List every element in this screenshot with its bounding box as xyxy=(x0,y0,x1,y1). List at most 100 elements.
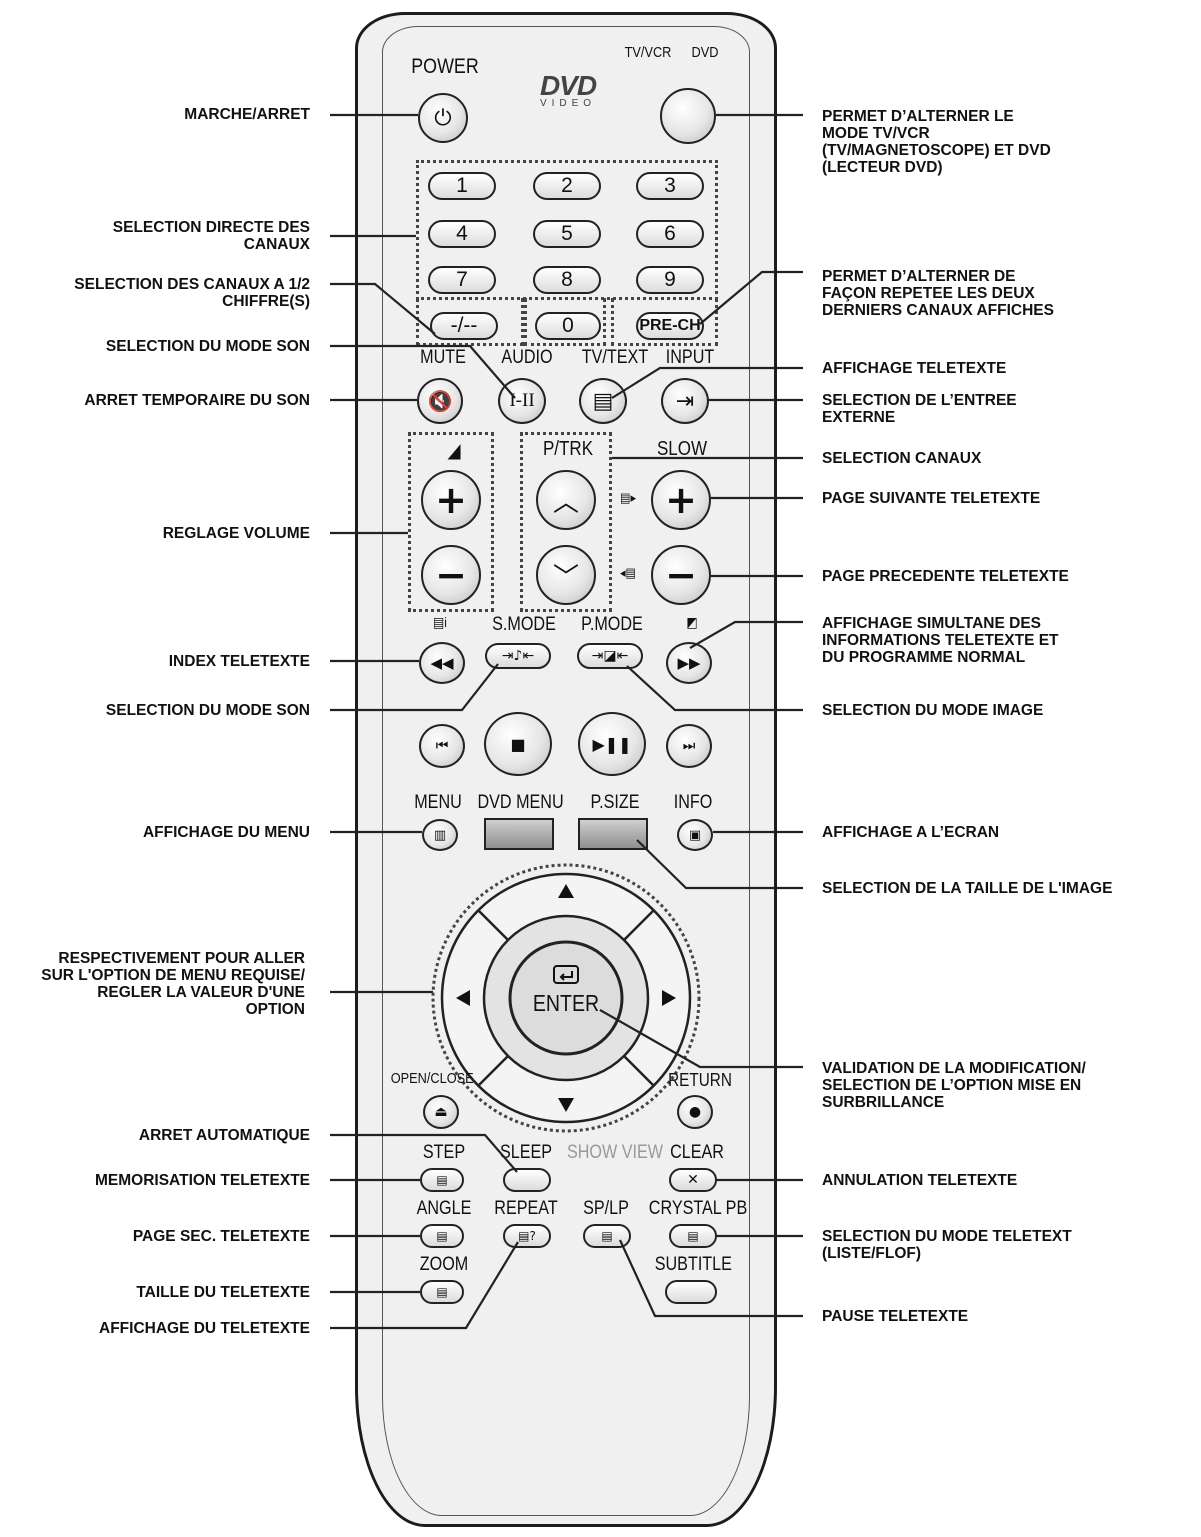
crystal-pb-button[interactable]: ▤ xyxy=(669,1224,717,1248)
teletext-page-icon: ▤ xyxy=(436,1229,448,1243)
slow-plus-button[interactable]: + xyxy=(651,470,711,530)
tv-vcr-dvd-button[interactable] xyxy=(660,88,716,144)
volume-up-button[interactable]: + xyxy=(421,470,481,530)
minus-icon: − xyxy=(435,553,467,597)
tv-text-button[interactable]: ▤ xyxy=(579,378,627,424)
dash-button[interactable]: -/-- xyxy=(430,312,498,340)
input-icon: ⇥ xyxy=(675,388,695,414)
callout-direct-channel: SELECTION DIRECTE DES CANAUX xyxy=(112,219,310,253)
digit-8-button[interactable]: 8 xyxy=(533,266,601,294)
callout-s-mode: SELECTION DU MODE SON xyxy=(105,702,310,719)
callout-pre-ch: PERMET D’ALTERNER DE FAÇON REPETEE LES D… xyxy=(822,268,1054,319)
slow-minus-button[interactable]: − xyxy=(651,545,711,605)
info-icon: ▣ xyxy=(688,827,702,843)
callout-p-size: SELECTION DE LA TAILLE DE L'IMAGE xyxy=(822,880,1113,897)
power-button[interactable]: ⏻ xyxy=(418,93,468,143)
callout-page-next: PAGE SUIVANTE TELETEXTE xyxy=(822,490,1041,507)
previous-track-button[interactable]: ⏮ xyxy=(419,724,465,768)
input-button[interactable]: ⇥ xyxy=(661,378,709,424)
play-pause-button[interactable]: ▶❚❚ xyxy=(578,712,646,776)
pre-ch-button[interactable]: PRE-CH xyxy=(636,312,704,340)
zero-frame xyxy=(524,298,606,346)
remote-inner-outline xyxy=(382,26,750,1516)
channel-frame xyxy=(520,432,612,612)
clear-label: CLEAR xyxy=(670,1142,724,1163)
callout-page-prev: PAGE PRECEDENTE TELETEXTE xyxy=(822,568,1069,585)
skip-forward-icon: ⏭ xyxy=(682,738,696,754)
teletext-icon: ▤ xyxy=(592,388,614,414)
digit-1-button[interactable]: 1 xyxy=(428,172,496,200)
digit-2-button[interactable]: 2 xyxy=(533,172,601,200)
digit-9-button[interactable]: 9 xyxy=(636,266,704,294)
rewind-icon: ◀◀ xyxy=(430,654,454,672)
callout-p-mode: SELECTION DU MODE IMAGE xyxy=(822,702,1044,719)
channel-up-button[interactable]: ︿ xyxy=(536,470,596,530)
dvd-video-logo: DVD VIDEO xyxy=(528,70,608,109)
slow-label: SLOW xyxy=(656,438,708,460)
skip-back-icon: ⏮ xyxy=(435,738,449,754)
plus-icon: + xyxy=(665,478,697,522)
step-button[interactable]: ▤ xyxy=(420,1168,464,1192)
angle-label: ANGLE xyxy=(416,1198,472,1219)
sound-mode-icon: ⇥♪⇤ xyxy=(501,648,535,664)
subtitle-button[interactable] xyxy=(665,1280,717,1304)
info-button[interactable]: ▣ xyxy=(677,819,713,851)
callout-power: MARCHE/ARRET xyxy=(184,106,310,123)
digit-7-button[interactable]: 7 xyxy=(428,266,496,294)
callout-tv-text: AFFICHAGE TELETEXTE xyxy=(822,360,1007,377)
s-mode-label: S.MODE xyxy=(492,614,556,635)
logo-subtext: VIDEO xyxy=(539,98,597,109)
repeat-button[interactable]: ▤? xyxy=(503,1224,551,1248)
p-mode-button[interactable]: ⇥◪⇤ xyxy=(577,643,643,669)
zoom-button[interactable]: ▤ xyxy=(420,1280,464,1304)
volume-down-button[interactable]: − xyxy=(421,545,481,605)
next-track-button[interactable]: ⏭ xyxy=(666,724,712,768)
p-size-button[interactable] xyxy=(578,818,648,850)
digit-6-button[interactable]: 6 xyxy=(636,220,704,248)
digit-3-button[interactable]: 3 xyxy=(636,172,704,200)
volume-icon: ◢ xyxy=(447,440,461,462)
close-icon: ✕ xyxy=(687,1172,699,1188)
input-label: INPUT xyxy=(665,347,715,368)
callout-sleep: ARRET AUTOMATIQUE xyxy=(138,1127,310,1144)
sp-lp-button[interactable]: ▤ xyxy=(583,1224,631,1248)
callout-clear: ANNULATION TELETEXTE xyxy=(822,1172,1018,1189)
tv-vcr-label: TV/VCR xyxy=(624,44,672,61)
sleep-button[interactable] xyxy=(503,1168,551,1192)
repeat-label: REPEAT xyxy=(494,1198,558,1219)
plus-icon: + xyxy=(435,478,467,522)
show-view-label: SHOW VIEW xyxy=(566,1142,663,1163)
dvd-menu-button[interactable] xyxy=(484,818,554,850)
volume-frame xyxy=(408,432,494,612)
callout-info: AFFICHAGE A L’ECRAN xyxy=(822,824,1000,841)
fast-forward-button[interactable]: ▶▶ xyxy=(666,642,712,684)
audio-label: AUDIO xyxy=(501,347,553,368)
callout-teletext-index: INDEX TELETEXTE xyxy=(168,653,310,670)
stop-button[interactable]: ■ xyxy=(484,712,552,776)
callout-mute: ARRET TEMPORAIRE DU SON xyxy=(84,392,310,409)
record-dot-icon: ● xyxy=(688,1104,702,1120)
callout-input: SELECTION DE L’ENTREE EXTERNE xyxy=(822,392,1017,426)
teletext-list-icon: ▤ xyxy=(687,1229,699,1243)
enter-button[interactable]: ENTER xyxy=(532,990,600,1016)
clear-button[interactable]: ✕ xyxy=(669,1168,717,1192)
angle-button[interactable]: ▤ xyxy=(420,1224,464,1248)
open-close-button[interactable]: ⏏ xyxy=(423,1095,459,1129)
callout-repeat: AFFICHAGE DU TELETEXTE xyxy=(99,1320,310,1337)
audio-button[interactable]: I-II xyxy=(498,378,546,424)
mute-button[interactable]: 🔇 xyxy=(417,378,463,424)
return-button[interactable]: ● xyxy=(677,1095,713,1129)
digit-0-button[interactable]: 0 xyxy=(535,312,601,340)
index-icon: ▤i xyxy=(433,614,447,630)
callout-sound-mode: SELECTION DU MODE SON xyxy=(105,338,310,355)
rewind-button[interactable]: ◀◀ xyxy=(419,642,465,684)
p-mode-label: P.MODE xyxy=(581,614,643,635)
s-mode-button[interactable]: ⇥♪⇤ xyxy=(485,643,551,669)
digit-4-button[interactable]: 4 xyxy=(428,220,496,248)
digit-5-button[interactable]: 5 xyxy=(533,220,601,248)
minus-icon: − xyxy=(665,553,697,597)
menu-button[interactable]: ▥ xyxy=(422,819,458,851)
play-pause-icon: ▶❚❚ xyxy=(592,734,632,754)
channel-down-button[interactable]: ﹀ xyxy=(536,545,596,605)
power-icon: ⏻ xyxy=(434,105,452,131)
